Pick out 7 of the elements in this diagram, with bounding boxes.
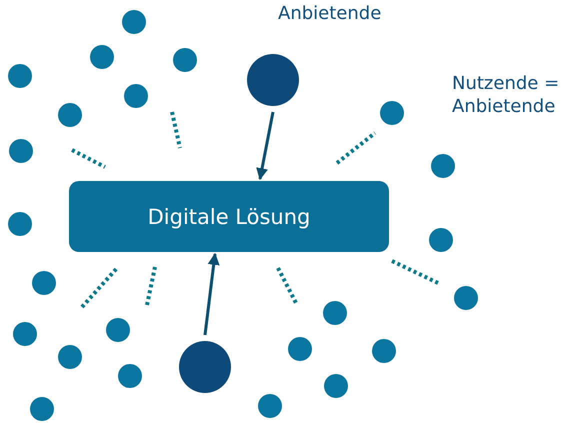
node-caption: Anbietende: [278, 2, 382, 26]
arrow: [204, 252, 220, 336]
arrow: [256, 112, 274, 180]
solution-box: Digitale Lösung: [69, 181, 389, 252]
provider-circle: [247, 54, 299, 106]
note-text: Nutzende = Anbietende: [452, 72, 560, 119]
provider-circle: [179, 341, 231, 393]
